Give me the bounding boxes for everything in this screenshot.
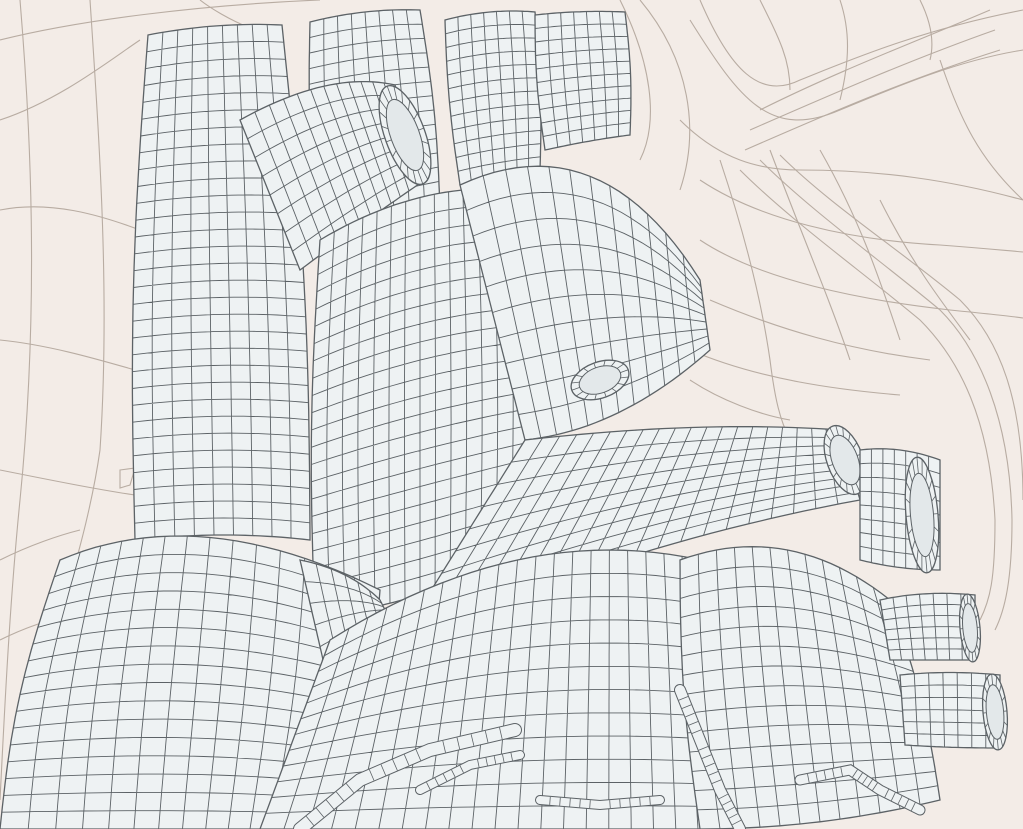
left-subclavian[interactable] <box>534 10 632 151</box>
left-common-carotid[interactable] <box>444 10 542 186</box>
aortic-arch[interactable] <box>459 165 711 441</box>
pulmonary-trunk-opening[interactable] <box>816 420 874 500</box>
coronary-artery-circumflex[interactable] <box>674 684 746 829</box>
right-ventricle[interactable] <box>259 549 721 829</box>
left-pulmonary-vein-lower-opening[interactable] <box>980 673 1011 751</box>
coronary-artery-branch[interactable] <box>415 750 525 795</box>
left-atrium[interactable] <box>679 546 941 829</box>
left-pulmonary-vein-mid-opening[interactable] <box>957 593 983 663</box>
background-body-mesh <box>0 0 1023 801</box>
coronary-vein-right[interactable] <box>794 764 926 816</box>
coronary-artery-anterior[interactable] <box>293 723 522 829</box>
arch-opening[interactable] <box>566 353 635 407</box>
coronary-artery-lower[interactable] <box>535 795 665 811</box>
left-pulmonary-vein-upper-opening[interactable] <box>901 456 943 574</box>
right-pulmonary-opening[interactable] <box>368 79 441 190</box>
ascending-aorta[interactable] <box>310 187 530 621</box>
